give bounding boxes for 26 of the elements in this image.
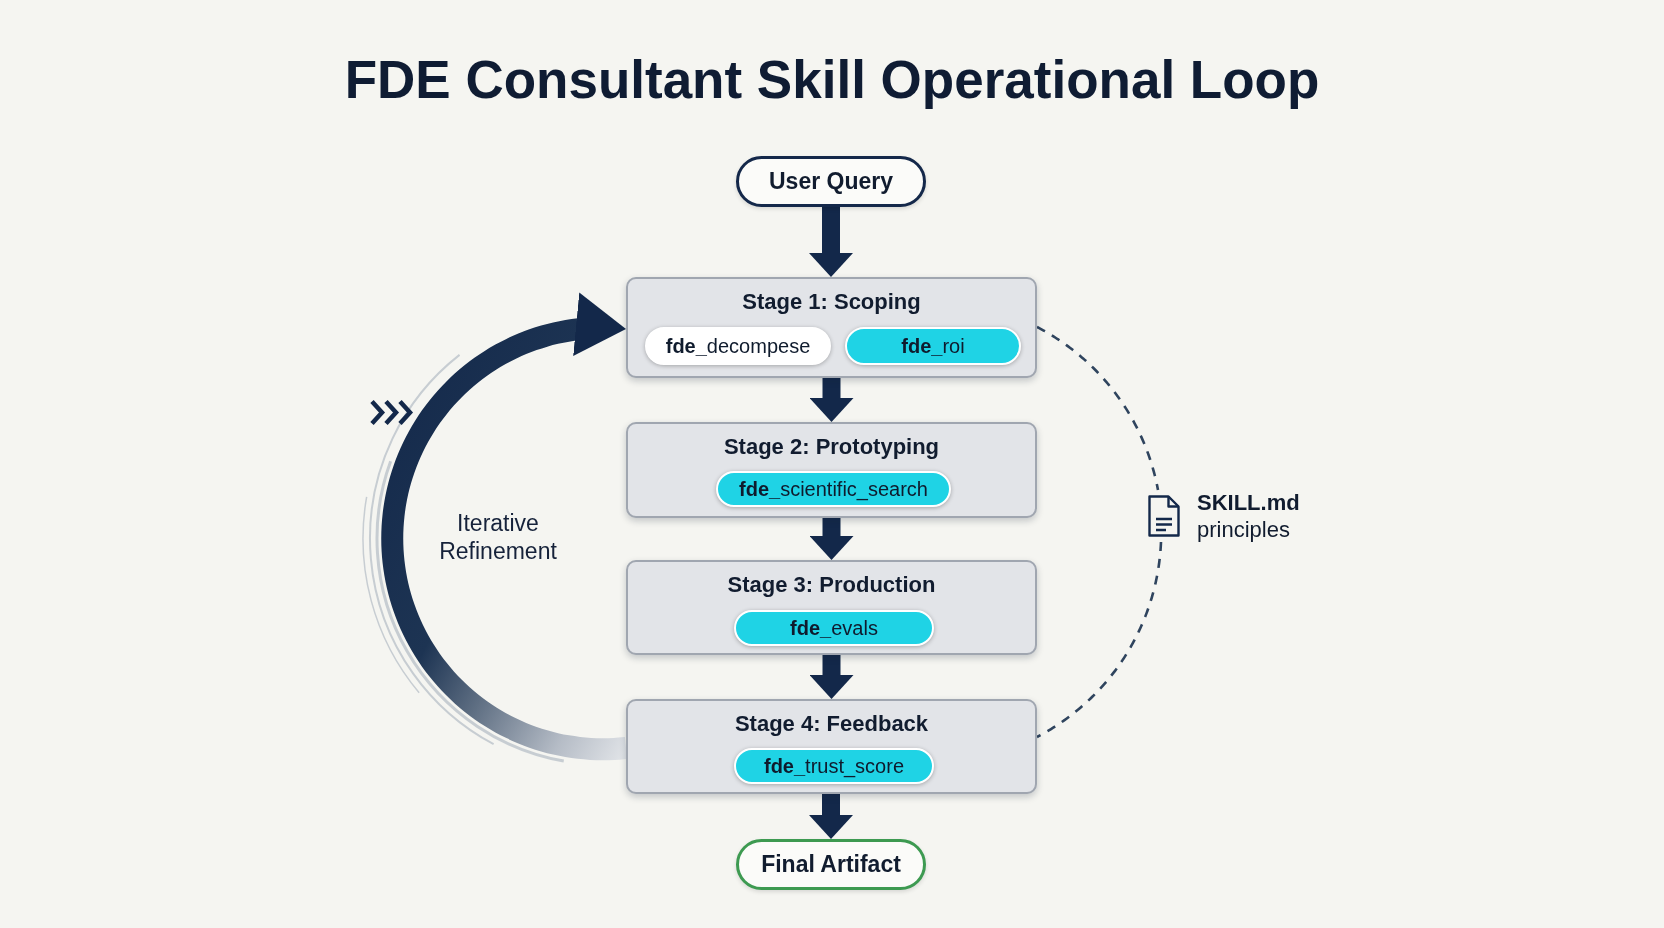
stage-card <box>626 422 1037 518</box>
document-caption: principles <box>1197 517 1290 543</box>
diagram-title: FDE Consultant Skill Operational Loop <box>344 50 1320 110</box>
stage-title: Stage 2: Prototyping <box>723 434 940 460</box>
start-terminal: User Query <box>736 156 926 207</box>
flow-arrow <box>809 518 854 560</box>
end-terminal: Final Artifact <box>736 839 926 890</box>
dashed-connector <box>1036 325 1160 491</box>
stage-card <box>626 699 1037 794</box>
flow-arrow <box>809 378 854 422</box>
tool-tag: fde_scientific_search <box>716 471 951 507</box>
stage-card <box>626 277 1037 378</box>
loop-arrow <box>381 292 627 761</box>
stage-title: Stage 4: Feedback <box>734 711 929 737</box>
stage-card <box>626 560 1037 655</box>
tool-tag: fde_trust_score <box>734 748 934 784</box>
tool-tag: fde_evals <box>734 610 934 646</box>
flow-arrow <box>809 794 853 839</box>
stage-title: Stage 3: Production <box>727 572 936 598</box>
tool-tag: fde_decompese <box>645 327 831 365</box>
dashed-connector <box>1036 541 1163 739</box>
document-title: SKILL.md <box>1197 490 1300 516</box>
flow-arrow <box>809 655 854 699</box>
tool-tag: fde_roi <box>845 327 1021 365</box>
flow-arrow <box>809 207 853 277</box>
stage-title: Stage 1: Scoping <box>742 289 921 315</box>
